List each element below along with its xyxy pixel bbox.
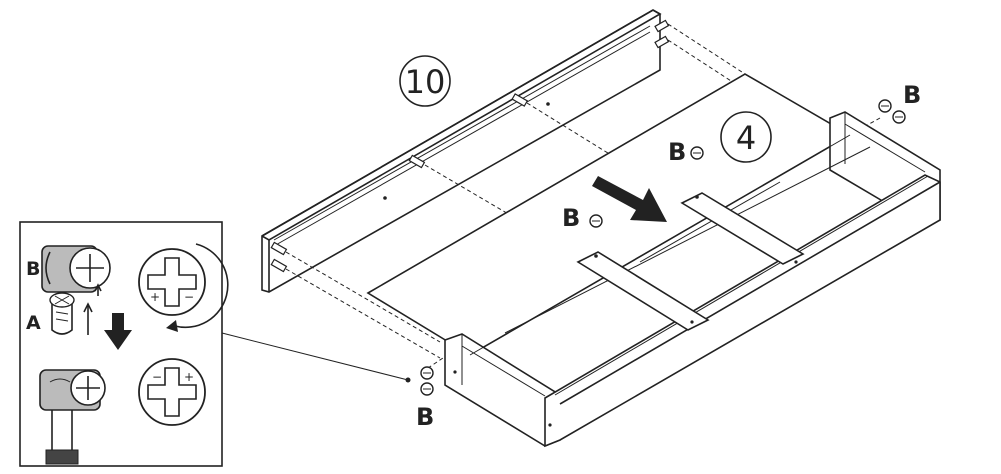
leader-line xyxy=(221,332,409,381)
inset-label-a: A xyxy=(26,312,41,334)
cam-lock-icon xyxy=(878,99,892,113)
svg-text:−: − xyxy=(184,290,194,304)
dowel xyxy=(654,35,670,49)
cam-lock-icon xyxy=(892,110,906,124)
dowel xyxy=(654,19,670,33)
arrow-down-icon xyxy=(104,313,132,350)
dowel xyxy=(270,258,288,273)
step-badge-drawer: 4 xyxy=(720,111,772,163)
cam-lock-detail-bottom xyxy=(39,369,106,465)
cam-lock-icon xyxy=(420,366,434,380)
cam-label: B xyxy=(903,81,921,109)
cam-label: B xyxy=(668,138,686,166)
dowel xyxy=(511,93,529,107)
board-dowels xyxy=(270,19,670,273)
cam-lock-icon xyxy=(420,382,434,396)
screwdriver-clockwise-icon: + − xyxy=(138,243,229,332)
cam-lock-icon xyxy=(589,214,603,228)
cam-lock-detail-top xyxy=(41,245,111,335)
svg-text:+: + xyxy=(184,370,194,384)
back-board xyxy=(261,9,662,293)
detail-inset: B A + − − + xyxy=(19,221,229,467)
dowel xyxy=(270,241,288,256)
step-number: 10 xyxy=(405,63,446,101)
arrow-right-icon xyxy=(592,176,667,222)
screwdriver-counterclockwise-icon: − + xyxy=(138,358,206,426)
cam-label: B xyxy=(416,403,434,431)
svg-text:−: − xyxy=(152,370,162,384)
dowel xyxy=(408,154,426,169)
step-number: 4 xyxy=(736,119,756,157)
cam-label: B xyxy=(562,204,580,232)
cam-locks xyxy=(420,99,906,396)
inset-label-b: B xyxy=(26,258,40,280)
cam-lock-icon xyxy=(690,146,704,160)
svg-text:+: + xyxy=(150,290,160,304)
leader-dot xyxy=(405,377,411,383)
step-badge-board: 10 xyxy=(399,55,451,107)
